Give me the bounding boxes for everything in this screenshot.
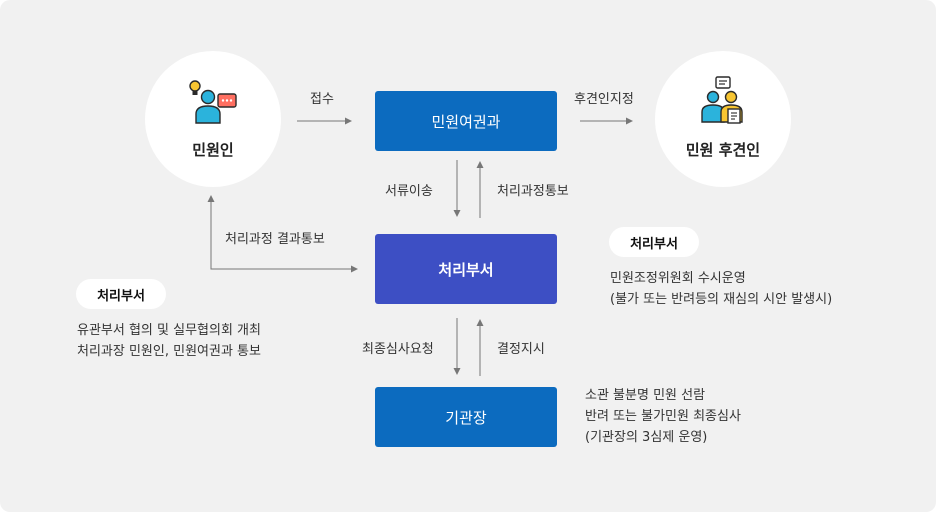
right-note-tag: 처리부서	[609, 227, 699, 257]
right-note-text: 민원조정위원회 수시운영 (불가 또는 반려등의 재심의 시안 발생시)	[610, 268, 832, 310]
edge-label-notify-process: 처리과정통보	[497, 184, 569, 199]
head-box: 기관장	[375, 387, 557, 447]
citizen-label: 민원인	[192, 141, 234, 159]
dept-label: 처리부서	[438, 260, 494, 279]
edge-label-notify-result: 처리과정 결과통보	[225, 232, 325, 247]
bottom-note-line: (기관장의 3심제 운영)	[585, 430, 708, 445]
guardian-node: 민원 후견인	[655, 51, 791, 187]
person-document-icon	[701, 76, 743, 124]
left-note-line: 유관부서 협의 및 실무협의회 개최	[77, 323, 261, 338]
bottom-note-text: 소관 불분명 민원 선람 반려 또는 불가민원 최종심사 (기관장의 3심제 운…	[585, 385, 741, 448]
left-note-line: 처리과장 민원인, 민원여권과 통보	[77, 344, 261, 359]
edge-label-receive: 접수	[310, 92, 334, 107]
guardian-label: 민원 후견인	[685, 141, 761, 159]
person-lightbulb-speech-icon	[189, 80, 237, 124]
edge-label-decision: 결정지시	[497, 342, 545, 357]
bottom-note-line: 반려 또는 불가민원 최종심사	[585, 409, 741, 424]
bottom-note-line: 소관 불분명 민원 선람	[585, 388, 706, 403]
citizen-node: 민원인	[145, 51, 281, 187]
dept-box: 처리부서	[375, 234, 557, 304]
edge-label-assign-guardian: 후견인지정	[574, 92, 634, 107]
edge-label-transfer-docs: 서류이송	[385, 184, 433, 199]
passport-office-label: 민원여권과	[431, 112, 501, 131]
edge-label-final-review-request: 최종심사요청	[362, 342, 434, 357]
head-label: 기관장	[445, 408, 487, 427]
right-note-line: (불가 또는 반려등의 재심의 시안 발생시)	[610, 292, 833, 307]
left-note-text: 유관부서 협의 및 실무협의회 개최 처리과장 민원인, 민원여권과 통보	[77, 320, 261, 362]
passport-office-box: 민원여권과	[375, 91, 557, 151]
left-note-tag: 처리부서	[76, 279, 166, 309]
right-note-line: 민원조정위원회 수시운영	[610, 271, 746, 286]
